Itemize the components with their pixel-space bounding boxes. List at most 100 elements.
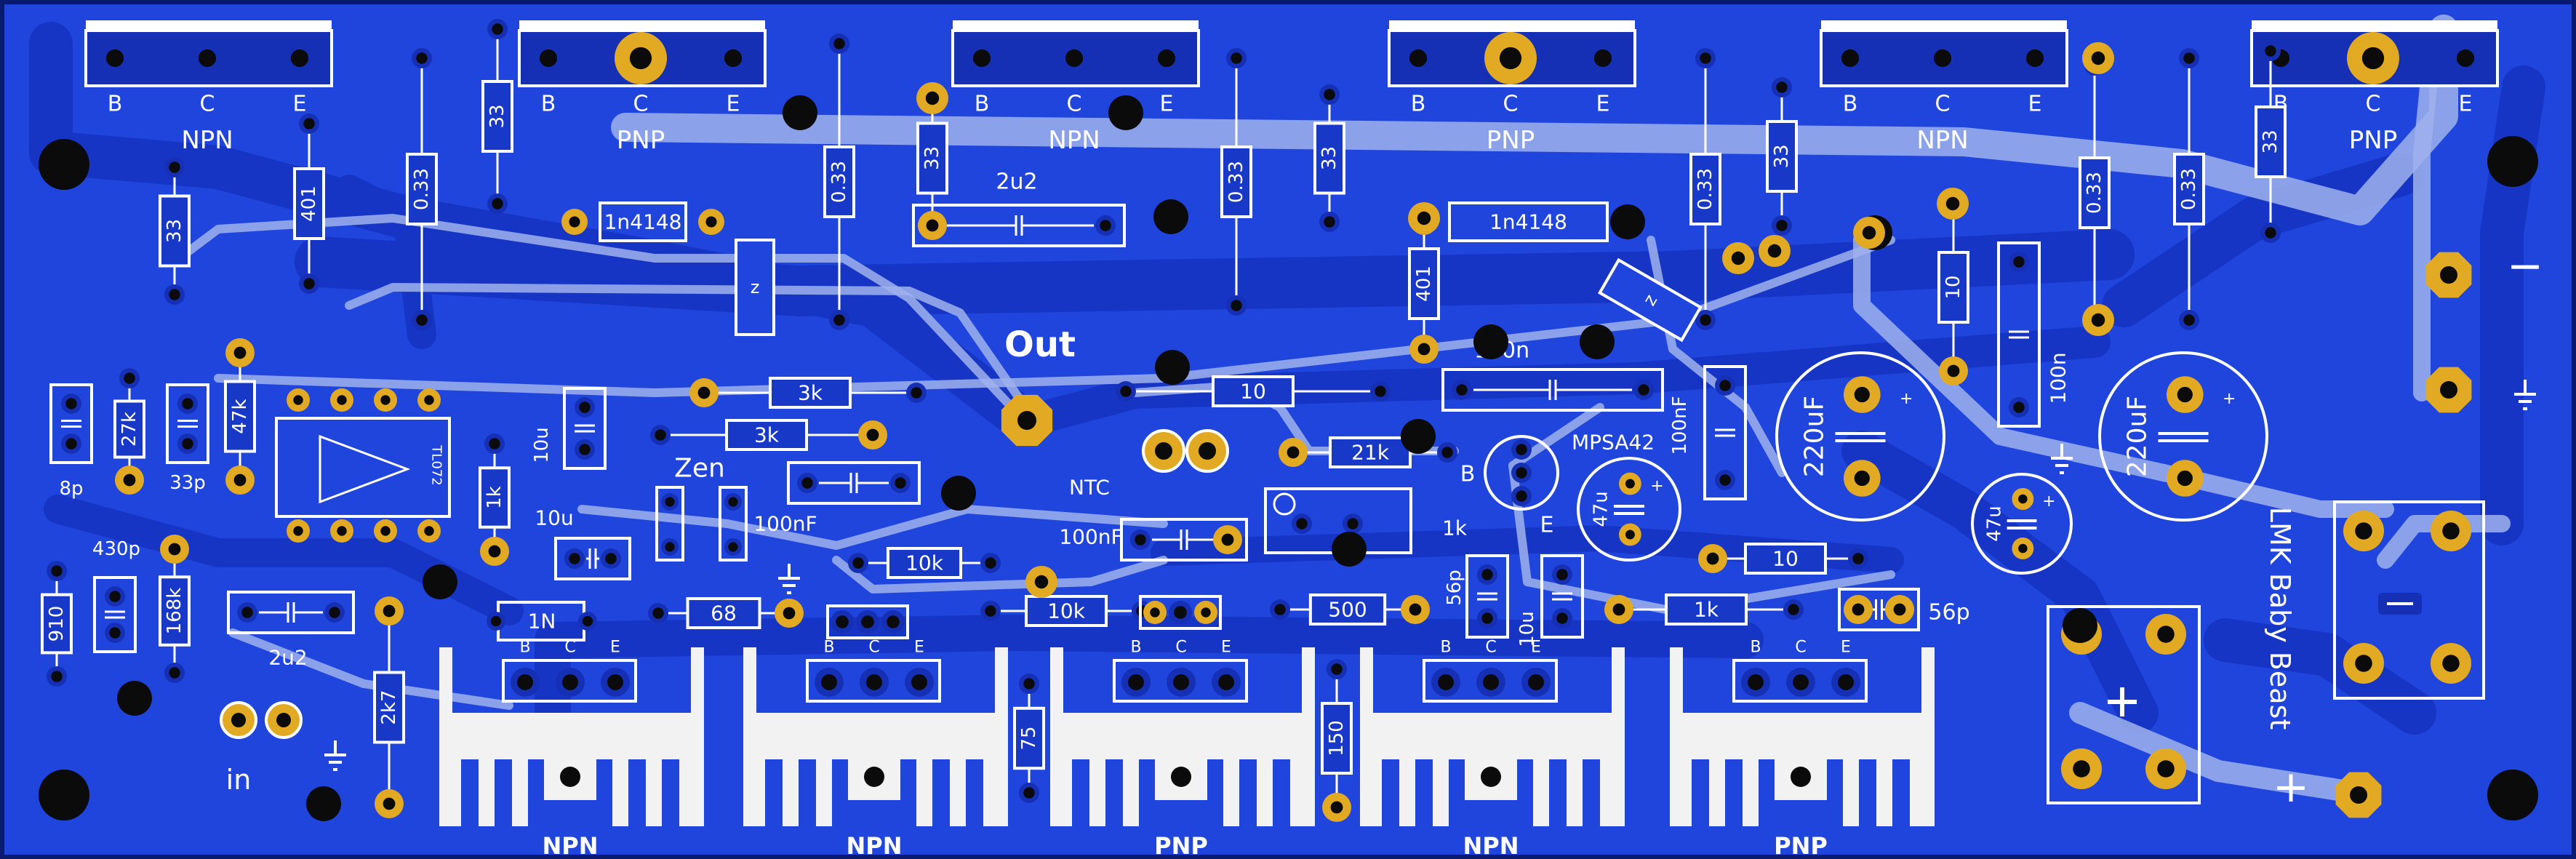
- mounting-hole: [39, 139, 89, 190]
- resistor-body: [481, 80, 513, 153]
- drill-hole: [182, 398, 193, 409]
- drill-hole: [1625, 530, 1635, 540]
- board-title: LMK Baby Beast: [2264, 507, 2296, 730]
- drill-hole: [2183, 52, 2195, 64]
- drill-hole: [1324, 89, 1335, 100]
- drill-hole: [1481, 612, 1493, 624]
- resistor-body: [686, 597, 761, 629]
- resistor-value: 3k: [754, 423, 780, 447]
- drill-hole: [1274, 604, 1286, 615]
- capacitor-outline: [787, 461, 921, 505]
- minus-label: −: [2507, 241, 2543, 292]
- capacitor-outline: [1971, 473, 2073, 575]
- heatsink-fin: [1123, 756, 1139, 826]
- resistor-21k: 21k: [1279, 436, 1457, 468]
- drill-hole: [380, 395, 391, 405]
- resistor-body: [1665, 594, 1748, 626]
- resistor-value: 401: [1413, 265, 1435, 302]
- diode-outline: [599, 201, 687, 242]
- drill-hole: [303, 278, 315, 289]
- drill-hole: [783, 607, 796, 620]
- drill-hole: [1456, 384, 1468, 396]
- drill-hole: [1221, 533, 1234, 546]
- capacitor-symbol: [819, 473, 889, 493]
- via-hole: [1580, 324, 1615, 359]
- drill-hole: [1748, 674, 1764, 690]
- diode-outline: [735, 239, 775, 336]
- resistor-value: 910: [46, 606, 68, 642]
- polarity-mark: +: [2223, 390, 2236, 408]
- zener-outline: [655, 486, 684, 562]
- resistor-value: 75: [1018, 726, 1040, 750]
- resistor-body: [2255, 105, 2287, 178]
- resistor-value: 10: [1240, 380, 1266, 404]
- resistor-33: 33: [481, 19, 513, 214]
- capacitor-outline: [1577, 457, 1681, 562]
- capacitor-outline: [166, 383, 209, 464]
- drill-hole: [582, 615, 593, 627]
- resistor-0.33: 0.33: [406, 48, 438, 330]
- drill-hole: [852, 557, 864, 569]
- capacitor-symbol: [61, 420, 81, 428]
- drill-hole: [2025, 49, 2044, 68]
- resistor-value: 10k: [1047, 599, 1086, 623]
- capacitor-8p: [49, 383, 93, 464]
- drill-hole: [293, 526, 303, 536]
- pin-label-b: B: [519, 639, 530, 657]
- drill-hole: [1155, 442, 1172, 460]
- resistor-value: 33: [487, 104, 508, 128]
- resistor-body: [293, 167, 325, 240]
- capacitor-symbol: [575, 424, 595, 433]
- drill-hole: [895, 477, 906, 489]
- drill-hole: [2265, 45, 2276, 57]
- transistor-outline: [806, 659, 941, 703]
- capacitor-outline: [1775, 351, 1945, 522]
- drill-hole: [2013, 256, 2025, 268]
- in-label: in: [226, 764, 252, 796]
- resistor-value: 10: [1943, 275, 1964, 299]
- drill-hole: [182, 438, 193, 450]
- resistor-value: 150: [1326, 720, 1348, 756]
- zener-label: Zen: [674, 454, 725, 484]
- resistor-value: 1k: [1694, 598, 1719, 622]
- drill-hole: [1375, 385, 1386, 397]
- drill-hole: [424, 526, 434, 536]
- zener-diode: z: [735, 239, 775, 336]
- resistor-body: [1212, 375, 1295, 407]
- heatsink-side: [1921, 647, 1935, 826]
- drill-hole: [1174, 606, 1187, 619]
- drill-hole: [383, 604, 396, 618]
- transistor-tab: [1821, 20, 2067, 31]
- drill-hole: [1731, 251, 1745, 265]
- drill-hole: [833, 38, 845, 49]
- drill-hole: [424, 395, 434, 405]
- drill-hole: [985, 605, 996, 617]
- drill-hole: [2361, 47, 2385, 70]
- via-hole: [2063, 608, 2097, 643]
- resistor-body: [479, 466, 511, 529]
- drill-hole: [1481, 767, 1501, 787]
- pin-label-e: E: [914, 639, 924, 657]
- drill-hole: [2073, 760, 2090, 778]
- drill-hole: [1157, 49, 1176, 68]
- pin-label-e: E: [1841, 639, 1851, 657]
- drill-hole: [1441, 447, 1453, 458]
- pin-label-b: B: [108, 92, 123, 117]
- capacitor-outline: [1997, 241, 2041, 428]
- capacitor-outline: [1540, 554, 1584, 639]
- capacitor-outline: [554, 537, 631, 580]
- drill-hole: [51, 671, 63, 682]
- drill-hole: [1776, 81, 1788, 93]
- drill-hole: [836, 615, 849, 628]
- transistor-outline: [1113, 659, 1248, 703]
- drill-hole: [2183, 314, 2195, 326]
- pin-label-e: E: [293, 92, 307, 117]
- via-hole: [1610, 204, 1645, 239]
- capacitor-symbol: [1152, 530, 1216, 550]
- resistor-10: 10: [1698, 543, 1868, 575]
- capacitor-outline: [93, 576, 137, 653]
- opamp-label: TL072: [429, 444, 444, 485]
- capacitor-10u: [563, 387, 607, 470]
